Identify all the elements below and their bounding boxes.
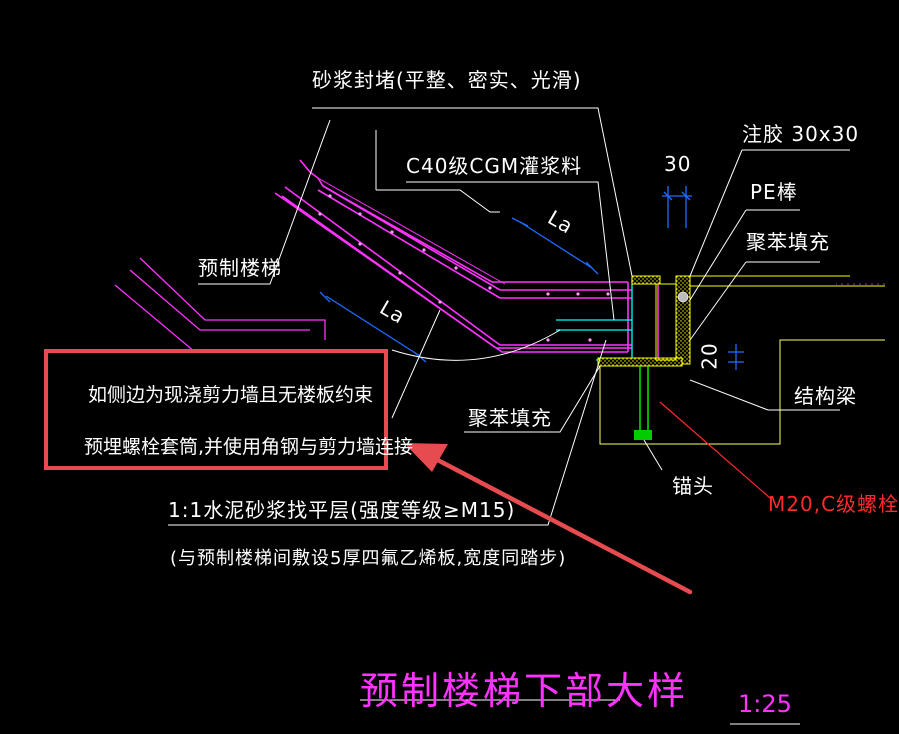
label-foam-fill-right: 聚苯填充 xyxy=(746,230,830,254)
drawing-scale: 1:25 xyxy=(738,690,792,718)
structural-beam xyxy=(599,339,885,445)
label-bolt: M20,C级螺栓 xyxy=(768,492,899,516)
label-grout: C40级CGM灌浆料 xyxy=(406,154,583,178)
leader-lines xyxy=(168,107,850,725)
highlight-note-line1: 如侧边为现浇剪力墙且无楼板约束 xyxy=(88,384,374,406)
foam-joint xyxy=(597,275,885,367)
dimension-lines xyxy=(319,186,744,370)
highlight-note-line2: 预埋螺栓套筒,并使用角钢与剪力墙连接 xyxy=(84,436,414,458)
label-pe-rod: PE棒 xyxy=(750,180,798,204)
label-dim-30: 30 xyxy=(664,152,692,176)
anchor-bolt xyxy=(634,366,771,499)
label-precast-stair: 预制楼梯 xyxy=(198,256,282,280)
label-dim-20: 20 xyxy=(697,342,722,370)
highlight-box xyxy=(44,349,388,470)
label-ptfe-note: (与预制楼梯间敷设5厚四氟乙烯板,宽度同踏步) xyxy=(170,548,567,569)
label-structural-beam: 结构梁 xyxy=(794,384,857,408)
stair-rebar-dots xyxy=(318,194,610,342)
label-foam-fill-bottom: 聚苯填充 xyxy=(468,406,552,430)
precast-stair-outline xyxy=(274,159,659,360)
drawing-title: 预制楼梯下部大样 xyxy=(360,669,689,713)
label-glue: 注胶 30x30 xyxy=(742,122,860,146)
label-mortar-layer: 1:1水泥砂浆找平层(强度等级≥M15) xyxy=(168,498,516,522)
label-mortar-seal: 砂浆封堵(平整、密实、光滑) xyxy=(312,68,582,92)
label-anchor-head: 锚头 xyxy=(672,474,714,498)
highlight-arrow xyxy=(404,443,693,595)
